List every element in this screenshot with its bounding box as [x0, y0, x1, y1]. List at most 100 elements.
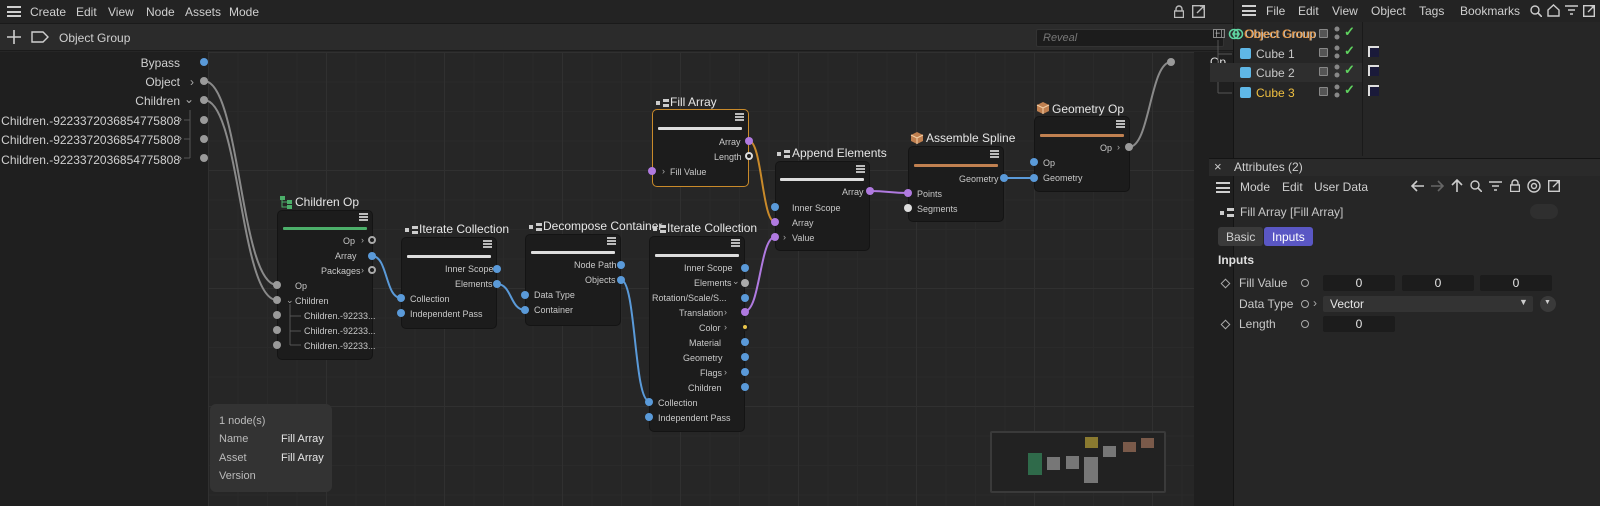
attr-menu-edit[interactable]: Edit: [1282, 180, 1303, 194]
fill-value-y-input[interactable]: 0: [1402, 275, 1474, 291]
port-dot[interactable]: [741, 383, 749, 391]
port-dot[interactable]: [493, 265, 501, 273]
port-dot[interactable]: [741, 264, 749, 272]
port-dot[interactable]: [771, 218, 779, 226]
port-dot[interactable]: [741, 294, 749, 302]
object-name-cube1[interactable]: Cube 1: [1256, 47, 1295, 61]
port-dot[interactable]: [645, 413, 653, 421]
chevron-down-icon[interactable]: ⌄: [732, 276, 740, 286]
port-dot[interactable]: [273, 281, 281, 289]
object-name-cube3[interactable]: Cube 3: [1256, 86, 1295, 100]
visibility-dots-icon[interactable]: [1333, 25, 1341, 101]
om-menu-view[interactable]: View: [1332, 4, 1358, 18]
chevron-right-icon[interactable]: ›: [1117, 142, 1120, 152]
home-icon[interactable]: [1547, 4, 1560, 20]
port-dot[interactable]: [273, 341, 281, 349]
layer-tag-icon[interactable]: [1319, 87, 1328, 96]
chevron-right-icon[interactable]: ›: [724, 322, 727, 332]
length-input[interactable]: 0: [1323, 316, 1395, 332]
port-dot[interactable]: [741, 353, 749, 361]
node-menu-icon[interactable]: [735, 113, 744, 121]
node-menu-icon[interactable]: [483, 240, 492, 248]
port-dot[interactable]: [1030, 158, 1038, 166]
layer-tag-icon[interactable]: [1319, 67, 1328, 76]
om-menu-object[interactable]: Object: [1371, 4, 1406, 18]
menu-node[interactable]: Node: [146, 5, 175, 19]
om-menu-bookmarks[interactable]: Bookmarks: [1460, 4, 1521, 18]
up-arrow-icon[interactable]: [1451, 178, 1463, 196]
port-dot[interactable]: [1000, 174, 1008, 182]
port-dot[interactable]: [904, 204, 912, 212]
dropdown-arrow-icon[interactable]: ▼: [1544, 299, 1551, 306]
port-dot[interactable]: [771, 233, 779, 241]
node-menu-icon[interactable]: [1116, 120, 1125, 128]
layer-tag-icon[interactable]: [1319, 29, 1328, 38]
node-menu-icon[interactable]: [731, 239, 740, 247]
object-name-group[interactable]: Object Group: [1244, 27, 1316, 41]
port-dot[interactable]: [741, 338, 749, 346]
port-dot[interactable]: [745, 137, 753, 145]
collapse-icon[interactable]: [1213, 29, 1222, 38]
chevron-right-icon[interactable]: ›: [724, 367, 727, 377]
back-arrow-icon[interactable]: [1410, 180, 1425, 195]
menu-create[interactable]: Create: [30, 5, 67, 19]
hamburger-menu-icon[interactable]: [1216, 182, 1230, 193]
port-dot[interactable]: [521, 306, 529, 314]
node-menu-icon[interactable]: [990, 150, 999, 158]
port-dot[interactable]: [273, 326, 281, 334]
port-dot[interactable]: [397, 309, 405, 317]
enabled-check-icon[interactable]: ✓: [1344, 43, 1355, 58]
chevron-right-icon[interactable]: ›: [361, 265, 364, 275]
node-menu-icon[interactable]: [856, 165, 865, 173]
pop-out-icon[interactable]: [1191, 4, 1206, 19]
menu-edit[interactable]: Edit: [76, 5, 97, 19]
hamburger-menu-icon[interactable]: [1242, 5, 1256, 16]
options-button[interactable]: [1540, 296, 1556, 312]
texture-tag-icon[interactable]: [1368, 46, 1379, 57]
filter-icon[interactable]: [1489, 181, 1502, 195]
lock-icon[interactable]: [1173, 5, 1185, 19]
fill-value-x-input[interactable]: 0: [1323, 275, 1395, 291]
port-toggle-icon[interactable]: [1301, 279, 1309, 287]
chevron-right-icon[interactable]: ›: [783, 232, 786, 242]
port-dot[interactable]: [645, 398, 653, 406]
port-dot[interactable]: [1030, 174, 1038, 182]
menu-view[interactable]: View: [108, 5, 134, 19]
minimap[interactable]: [990, 431, 1166, 493]
port-dot[interactable]: [368, 266, 376, 274]
add-icon[interactable]: [7, 30, 21, 44]
forward-arrow-icon[interactable]: [1430, 180, 1445, 195]
chevron-right-icon[interactable]: ›: [178, 133, 182, 144]
menu-mode[interactable]: Mode: [229, 5, 260, 19]
breadcrumb[interactable]: Object Group: [59, 31, 131, 45]
search-icon[interactable]: [1470, 180, 1483, 195]
tag-shape-icon[interactable]: [31, 31, 49, 43]
chevron-right-icon[interactable]: ›: [361, 235, 364, 245]
data-type-select[interactable]: Vector: [1323, 296, 1533, 312]
tab-basic[interactable]: Basic: [1218, 227, 1264, 246]
fill-value-z-input[interactable]: 0: [1480, 275, 1552, 291]
chevron-right-icon[interactable]: ›: [190, 75, 194, 89]
tab-inputs[interactable]: Inputs: [1264, 227, 1313, 246]
port-toggle-icon[interactable]: [1301, 300, 1309, 308]
chevron-down-icon[interactable]: ⌄: [183, 92, 194, 106]
attr-menu-user-data[interactable]: User Data: [1314, 180, 1369, 194]
port-dot[interactable]: [745, 152, 753, 160]
port-dot[interactable]: [741, 323, 749, 331]
port-dot[interactable]: [493, 280, 501, 288]
reveal-search-input[interactable]: Reveal: [1036, 29, 1224, 47]
pop-out-icon[interactable]: [1547, 179, 1561, 195]
node-menu-icon[interactable]: [359, 213, 368, 221]
port-dot[interactable]: [771, 203, 779, 211]
enabled-check-icon[interactable]: ✓: [1344, 82, 1355, 97]
port-dot[interactable]: [648, 167, 656, 175]
chevron-right-icon[interactable]: ›: [724, 307, 727, 317]
enabled-check-icon[interactable]: ✓: [1344, 24, 1355, 39]
search-icon[interactable]: [1530, 5, 1543, 20]
attr-menu-mode[interactable]: Mode: [1240, 180, 1271, 194]
layer-tag-icon[interactable]: [1319, 48, 1328, 57]
dropdown-arrow-icon[interactable]: ▼: [1519, 297, 1528, 307]
port-dot[interactable]: [521, 291, 529, 299]
port-dot[interactable]: [866, 187, 874, 195]
port-dot[interactable]: [617, 276, 625, 284]
